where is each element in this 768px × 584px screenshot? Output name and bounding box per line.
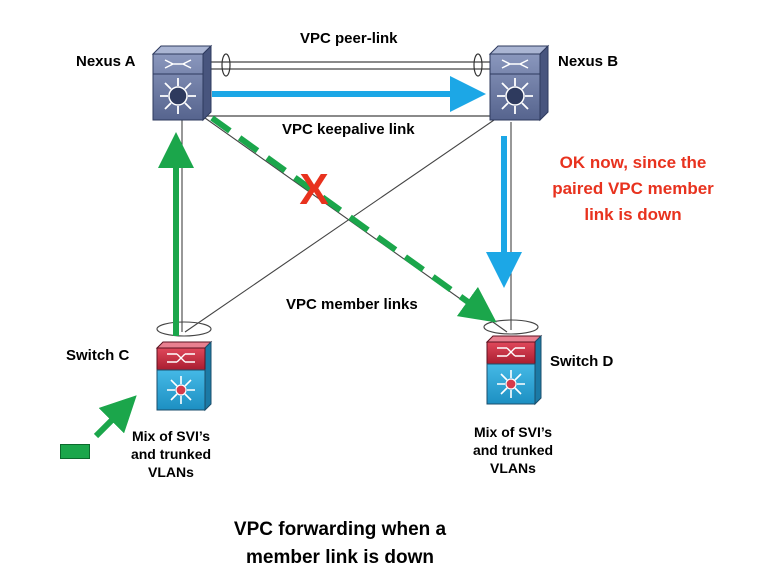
ok-now-annotation: OK now, since the paired VPC member link…	[528, 150, 738, 228]
switch-c-label: Switch C	[66, 347, 130, 364]
switch-d-label: Switch D	[550, 353, 614, 370]
annotation-line-1: OK now, since the	[559, 153, 707, 172]
switch-c-icon	[155, 340, 213, 412]
nexus-a-icon	[151, 44, 213, 122]
peer-link-label: VPC peer-link	[300, 30, 398, 47]
nexus-b-icon	[488, 44, 550, 122]
nexus-a-label: Nexus A	[76, 53, 136, 70]
diagram-caption: VPC forwarding when a member link is dow…	[190, 516, 490, 572]
switch-d-description-line-3: VLANs	[490, 460, 536, 476]
switch-c-description-line-3: VLANs	[148, 464, 194, 480]
failure-x-marker: X	[299, 165, 328, 214]
annotation-line-3: link is down	[584, 205, 682, 224]
peer-link	[205, 53, 497, 77]
switch-d-description-line-2: and trunked	[472, 442, 554, 458]
green-traffic-legend-swatch	[60, 444, 90, 459]
green-traffic-arrow-diagonal	[210, 115, 497, 323]
green-traffic-arrow-entry	[93, 395, 137, 439]
switch-c-description-line-2: and trunked	[130, 446, 212, 462]
annotation-line-2: paired VPC member	[552, 179, 714, 198]
member-links-label: VPC member links	[286, 296, 418, 313]
switch-c-description-line-1: Mix of SVI’s	[131, 428, 211, 444]
keepalive-link-label: VPC keepalive link	[282, 121, 415, 138]
switch-d-description: Mix of SVI’s and trunked VLANs	[458, 423, 568, 477]
caption-line-2: member link is down	[246, 547, 434, 568]
nexus-b-label: Nexus B	[558, 53, 619, 70]
switch-d-icon	[485, 334, 543, 406]
switch-c-description: Mix of SVI’s and trunked VLANs	[116, 427, 226, 481]
switch-d-description-line-1: Mix of SVI’s	[473, 424, 553, 440]
caption-line-1: VPC forwarding when a	[233, 519, 447, 540]
